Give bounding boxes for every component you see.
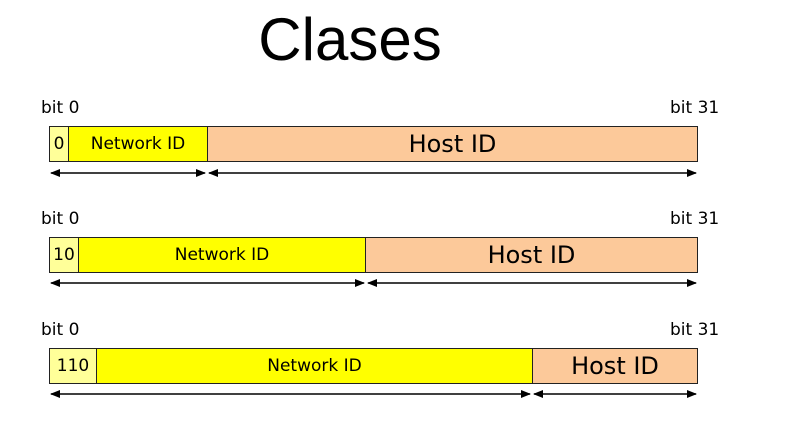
page-title: Clases	[258, 6, 442, 73]
row-a-bit-start: bit 0	[41, 98, 80, 118]
row-a-host-id: Host ID	[208, 127, 697, 161]
row-c-host-id: Host ID	[533, 349, 697, 383]
row-b-host-id: Host ID	[366, 238, 697, 272]
row-b-bit-start: bit 0	[41, 209, 80, 229]
row-b-bit-end: bit 31	[670, 209, 720, 229]
row-c-network-id: Network ID	[97, 349, 533, 383]
row-b-address-bar: 10 Network ID Host ID	[49, 237, 698, 273]
row-a-address-bar: 0 Network ID Host ID	[49, 126, 698, 162]
row-c-bit-end: bit 31	[670, 320, 720, 340]
row-b-network-id: Network ID	[79, 238, 366, 272]
row-c-class-prefix: 110	[50, 349, 97, 383]
row-a-bit-end: bit 31	[670, 98, 720, 118]
row-c-bit-start: bit 0	[41, 320, 80, 340]
row-b-class-prefix: 10	[50, 238, 79, 272]
row-c-address-bar: 110 Network ID Host ID	[49, 348, 698, 384]
row-a-class-prefix: 0	[50, 127, 69, 161]
row-a-network-id: Network ID	[69, 127, 208, 161]
